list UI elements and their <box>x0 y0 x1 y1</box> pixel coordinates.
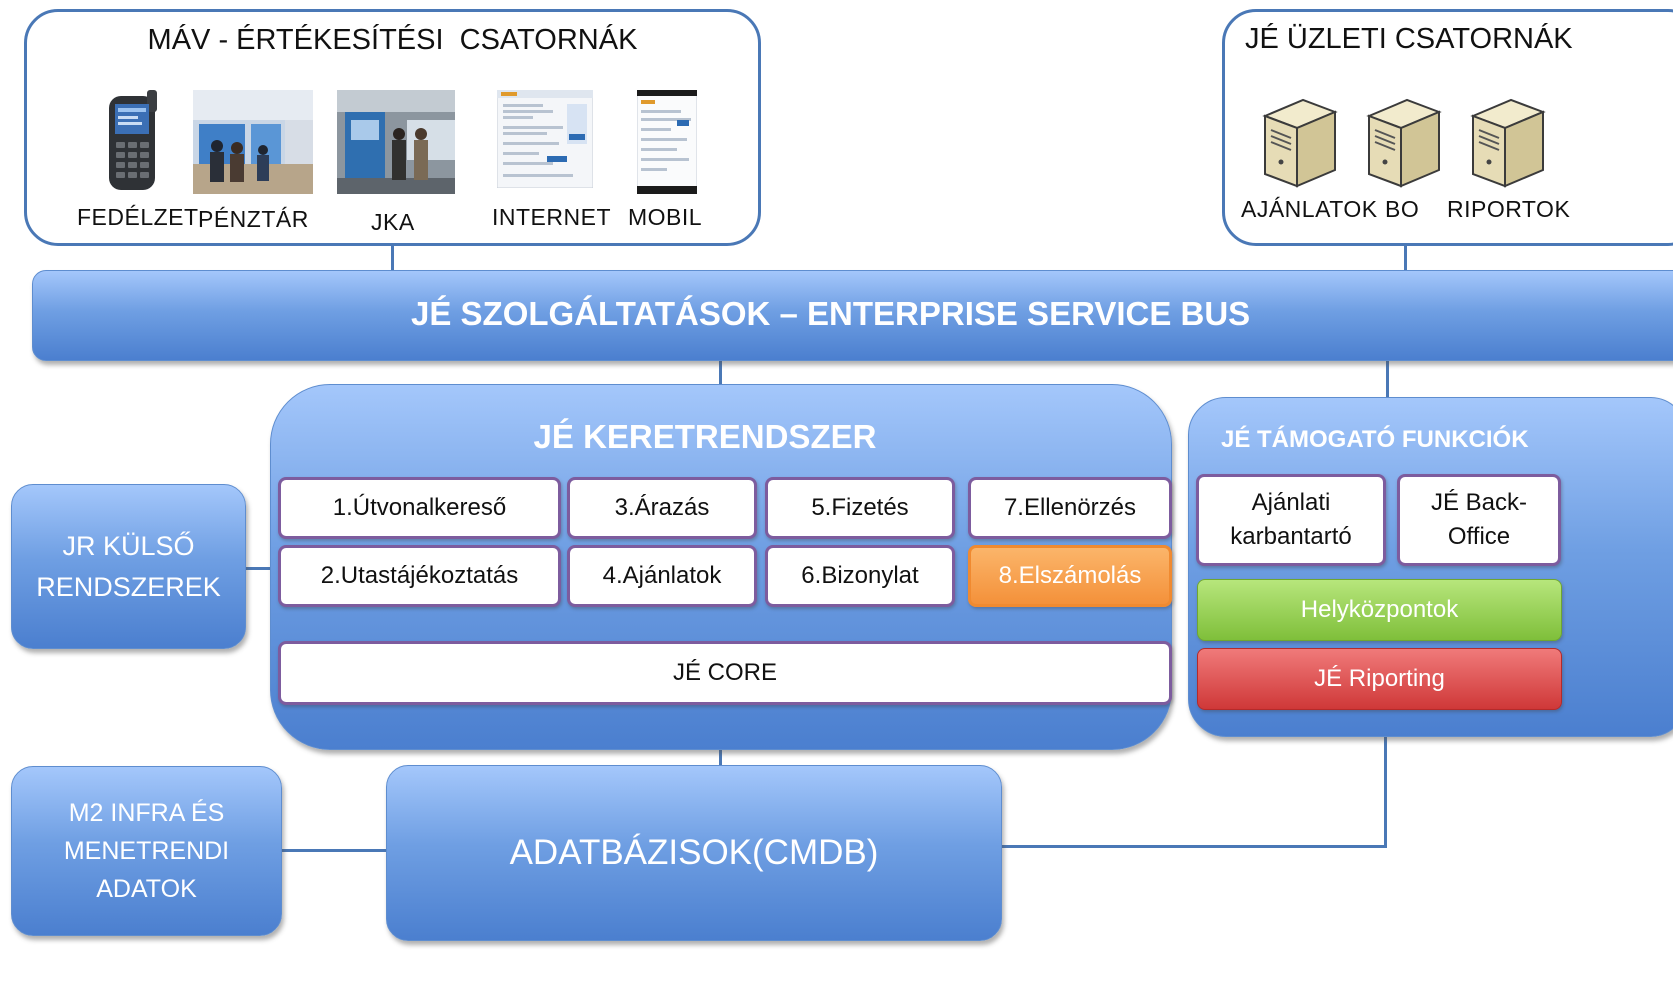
ticket-office-photo <box>193 90 313 194</box>
back-office-box: JÉ Back- Office <box>1397 474 1561 566</box>
framework-title: JÉ KERETRENDSZER <box>533 418 877 455</box>
module-label: 7.Ellenörzés <box>1003 494 1137 521</box>
core-box: JÉ CORE <box>278 641 1172 705</box>
ticket-machine-photo <box>337 90 455 194</box>
database-label: ADATBÁZISOK(CMDB) <box>509 833 879 872</box>
server-icon <box>1361 94 1443 190</box>
channel-label-penztar: PÉNZTÁR <box>198 206 309 232</box>
mav-sales-channels-title: MÁV - ÉRTÉKESÍTÉSI CSATORNÁK <box>147 23 638 56</box>
riporting-bar: JÉ Riporting <box>1197 648 1562 710</box>
web-page-icon <box>497 90 593 188</box>
connector-m2-database <box>281 849 387 852</box>
channel-label-riportok: RIPORTOK <box>1447 196 1571 222</box>
helykozpontok-bar: Helyközpontok <box>1197 579 1562 641</box>
module-box: 7.Ellenörzés <box>968 477 1172 539</box>
module-label: 5.Fizetés <box>811 494 909 521</box>
helykozpontok-label: Helyközpontok <box>1300 596 1459 623</box>
module-label: 1.Útvonalkereső <box>332 494 507 521</box>
external-systems-line2: RENDSZEREK <box>36 571 221 602</box>
offer-maintenance-line2: karbantartó <box>1230 523 1352 550</box>
connector-esb-framework <box>719 360 722 386</box>
module-box: 3.Árazás <box>567 477 757 539</box>
server-icon <box>1257 94 1339 190</box>
module-box: 1.Útvonalkereső <box>278 477 561 539</box>
support-functions-panel: JÉ TÁMOGATÓ FUNKCIÓK Ajánlati karbantart… <box>1188 397 1673 737</box>
channel-label-bo: BO <box>1385 196 1420 222</box>
module-label: 4.Ajánlatok <box>602 562 722 589</box>
connector-je-channels-esb <box>1404 244 1407 274</box>
offer-maintenance-box: Ajánlati karbantartó <box>1196 474 1386 566</box>
core-label: JÉ CORE <box>672 659 777 686</box>
je-business-channels-panel: JÉ ÜZLETI CSATORNÁK <box>1222 9 1673 246</box>
mav-sales-channels-panel: MÁV - ÉRTÉKESÍTÉSI CSATORNÁK <box>24 9 761 246</box>
channel-label-jka: JKA <box>371 209 415 235</box>
connector-framework-database <box>719 748 722 768</box>
m2-infra-line1: M2 INFRA ÉS <box>68 799 225 827</box>
back-office-line1: JÉ Back- <box>1430 489 1528 516</box>
connector-mav-esb <box>391 244 394 274</box>
module-box: 4.Ajánlatok <box>567 545 757 607</box>
connector-esb-support <box>1386 360 1389 398</box>
riporting-label: JÉ Riporting <box>1314 665 1445 692</box>
esb-label: JÉ SZOLGÁLTATÁSOK – ENTERPRISE SERVICE B… <box>411 295 1251 332</box>
connector-external-framework <box>245 567 273 570</box>
module-label: 6.Bizonylat <box>801 562 919 589</box>
module-label: 3.Árazás <box>614 494 710 521</box>
channel-label-internet: INTERNET <box>492 204 611 230</box>
module-box: 2.Utastájékoztatás <box>278 545 561 607</box>
channel-label-fedelzet: FEDÉLZET <box>77 204 199 230</box>
database-box: ADATBÁZISOK(CMDB) <box>386 765 1002 941</box>
esb-bar: JÉ SZOLGÁLTATÁSOK – ENTERPRISE SERVICE B… <box>32 270 1673 361</box>
support-functions-title: JÉ TÁMOGATÓ FUNKCIÓK <box>1221 426 1529 453</box>
je-business-channels-title: JÉ ÜZLETI CSATORNÁK <box>1245 23 1573 55</box>
handheld-terminal-icon <box>99 90 171 194</box>
connector-support-database-horizontal <box>1000 845 1387 848</box>
external-systems-box: JR KÜLSŐ RENDSZEREK <box>11 484 246 649</box>
m2-infra-line3: ADATOK <box>96 875 197 903</box>
framework-panel: JÉ KERETRENDSZER 1.Útvonalkereső 3.Árazá… <box>270 384 1172 750</box>
server-icon <box>1465 94 1547 190</box>
mobile-page-icon <box>637 90 697 194</box>
connector-support-database-vertical <box>1384 735 1387 847</box>
module-box: 6.Bizonylat <box>765 545 955 607</box>
module-label: 8.Elszámolás <box>998 562 1142 589</box>
module-box-highlighted: 8.Elszámolás <box>968 545 1172 607</box>
module-box: 5.Fizetés <box>765 477 955 539</box>
offer-maintenance-line1: Ajánlati <box>1251 489 1331 516</box>
external-systems-line1: JR KÜLSŐ <box>62 530 195 561</box>
channel-label-mobil: MOBIL <box>628 204 703 230</box>
m2-infra-line2: MENETRENDI <box>63 837 230 865</box>
module-label: 2.Utastájékoztatás <box>320 562 519 589</box>
channel-label-ajanlatok: AJÁNLATOK <box>1241 196 1378 222</box>
back-office-line2: Office <box>1447 523 1511 550</box>
m2-infra-box: M2 INFRA ÉS MENETRENDI ADATOK <box>11 766 282 936</box>
